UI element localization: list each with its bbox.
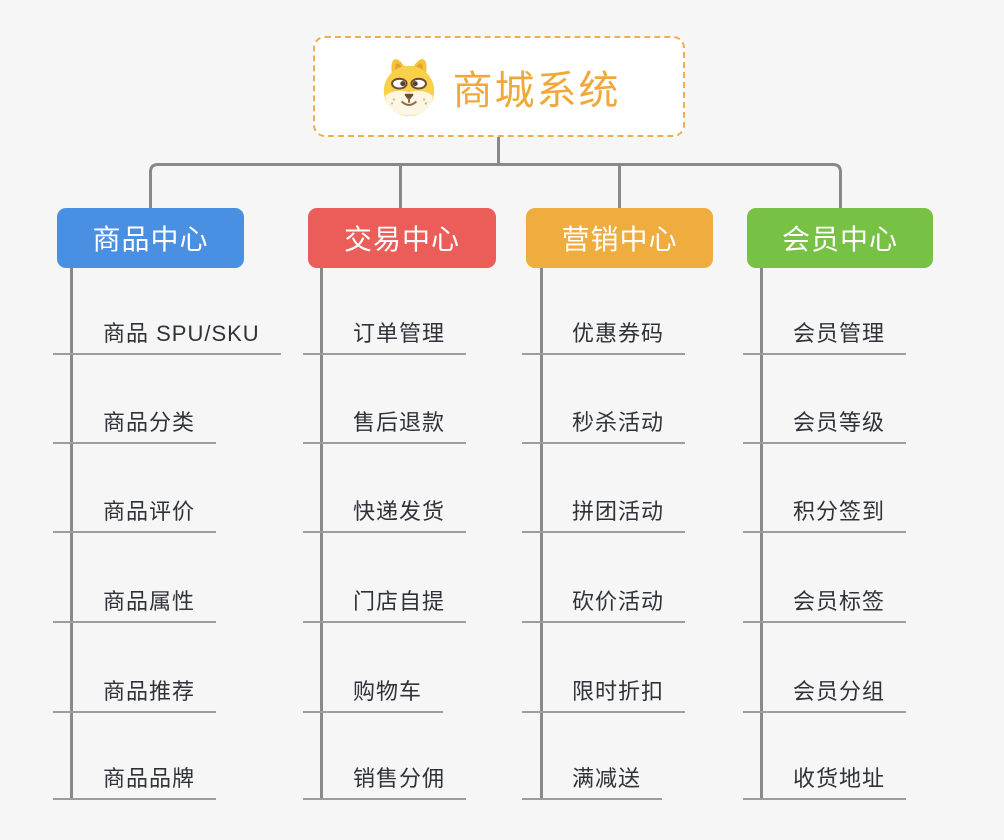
child-topic[interactable]: 销售分佣 <box>303 760 467 800</box>
child-topic[interactable]: 会员分组 <box>743 673 907 713</box>
child-topic[interactable]: 商品推荐 <box>53 673 217 713</box>
child-topic[interactable]: 售后退款 <box>303 404 467 444</box>
child-topic[interactable]: 商品属性 <box>53 583 217 623</box>
child-topic[interactable]: 会员管理 <box>743 315 907 355</box>
child-topic[interactable]: 商品品牌 <box>53 760 217 800</box>
branch-rail-line <box>149 163 842 208</box>
child-topic[interactable]: 商品分类 <box>53 404 217 444</box>
branch-node-trade-center[interactable]: 交易中心 <box>308 208 496 268</box>
dog-face-icon <box>383 58 434 116</box>
branch-children-column-member: 会员管理 会员等级 积分签到 会员标签 会员分组 收货地址 <box>743 0 907 840</box>
child-topic[interactable]: 会员等级 <box>743 404 907 444</box>
branch-label: 交易中心 <box>343 224 460 255</box>
child-topic[interactable]: 拼团活动 <box>522 493 686 533</box>
branch-node-marketing-center[interactable]: 营销中心 <box>526 208 713 268</box>
child-topic[interactable]: 积分签到 <box>743 493 907 533</box>
branch-node-product-center[interactable]: 商品中心 <box>57 208 244 268</box>
child-topic[interactable]: 购物车 <box>303 673 444 713</box>
branch-children-column-marketing: 优惠券码 秒杀活动 拼团活动 砍价活动 限时折扣 满减送 <box>522 0 686 840</box>
branch-children-column-product: 商品 SPU/SKU 商品分类 商品评价 商品属性 商品推荐 商品品牌 <box>53 0 281 840</box>
child-topic[interactable]: 会员标签 <box>743 583 907 623</box>
child-topic[interactable]: 优惠券码 <box>522 315 686 355</box>
child-topic[interactable]: 收货地址 <box>743 760 907 800</box>
child-topic[interactable]: 商品评价 <box>53 493 217 533</box>
root-node[interactable]: 商城系统 <box>313 36 685 137</box>
child-topic[interactable]: 快递发货 <box>303 493 467 533</box>
child-topic[interactable]: 秒杀活动 <box>522 404 686 444</box>
branch-children-column-trade: 订单管理 售后退款 快递发货 门店自提 购物车 销售分佣 <box>303 0 467 840</box>
child-topic[interactable]: 门店自提 <box>303 583 467 623</box>
branch-label: 会员中心 <box>781 224 898 255</box>
child-topic[interactable]: 商品 SPU/SKU <box>53 315 281 355</box>
root-title: 商城系统 <box>452 68 621 113</box>
child-topic[interactable]: 满减送 <box>522 760 663 800</box>
branch-label: 商品中心 <box>92 224 209 255</box>
child-topic[interactable]: 砍价活动 <box>522 583 686 623</box>
child-topic[interactable]: 限时折扣 <box>522 673 686 713</box>
branch-label: 营销中心 <box>561 224 678 255</box>
child-topic[interactable]: 订单管理 <box>303 315 467 355</box>
branch-node-member-center[interactable]: 会员中心 <box>747 208 933 268</box>
